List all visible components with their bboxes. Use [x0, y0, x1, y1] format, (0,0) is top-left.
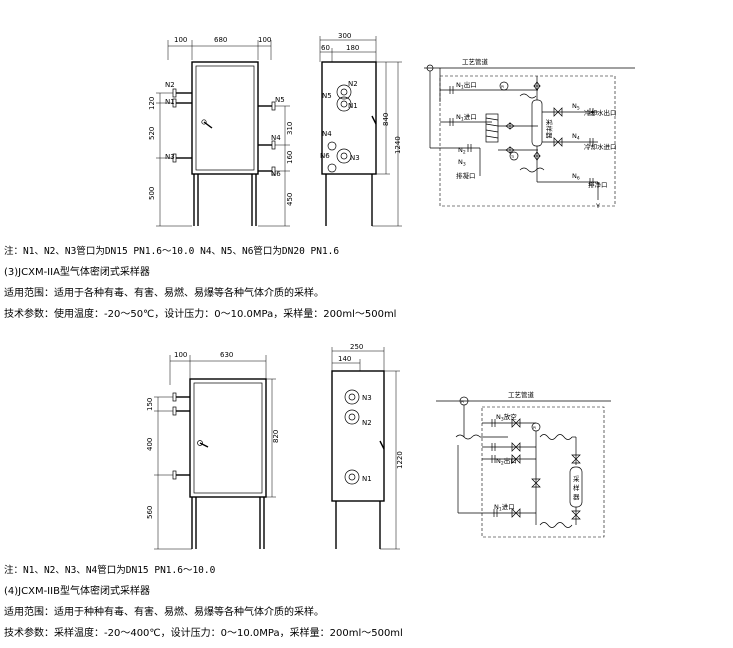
fig2-sch-process-pipe: 工艺管道 — [508, 390, 535, 399]
fig1-sch-n6: N6 — [572, 172, 580, 182]
fig2-front-dim-top-1: 100 — [174, 351, 187, 359]
fig1-side-port-n2: N2 — [348, 80, 358, 88]
fig1-sch-drain-cond: 排凝口 — [456, 171, 476, 180]
fig1-sch-process-pipe: 工艺管道 — [462, 57, 489, 66]
fig2-note: 注：N1、N2、N3、N4管口为DN15 PN1.6～10.0 — [4, 565, 216, 576]
fig1-side-port-n4: N4 — [322, 130, 332, 138]
fig1-front-dim-left-2: 520 — [148, 127, 156, 140]
fig1-scope: 适用范围：适用于各种有毒、有害、易燃、易爆等各种气体介质的采样。 — [4, 288, 324, 299]
fig1-title: (3)JCXM-IIA型气体密闭式采样器 — [4, 267, 150, 278]
fig2-sch-pi-top: PI — [461, 400, 464, 404]
fig1-front-dim-left-1: 120 — [148, 97, 156, 110]
fig1-side-port-n6: N6 — [320, 152, 330, 160]
fig1-front-port-n2: N2 — [165, 81, 175, 89]
fig2-front-left-ports — [172, 392, 190, 480]
fig2-scope: 适用范围：适用于种种有毒、有害、易燃、易爆等各种气体介质的采样。 — [4, 607, 324, 618]
fig2-side-view: 250 140 N3 N2 N1 1220 — [331, 343, 404, 550]
fig1-sch-n2: N2 — [458, 146, 466, 156]
fig1-sch-n4: N4 — [572, 132, 580, 142]
fig1-side-view: 300 60 180 N2 N5 N1 N4 N6 N3 840 1240 — [319, 32, 402, 227]
fig2-side-port-n3: N3 — [362, 394, 372, 402]
fig1-side-port-n1: N1 — [348, 102, 358, 110]
fig1-front-dim-top-1: 100 — [174, 36, 187, 44]
fig2-front-dim-right-1: 820 — [272, 430, 280, 443]
fig1-side-port-n5: N5 — [322, 92, 332, 100]
fig1-front-port-n3: N3 — [165, 153, 175, 161]
fig1-sch-y-mark: Y — [595, 202, 600, 210]
fig1-sch-n1-out: N1出口 — [456, 80, 477, 91]
fig1-sch-n5: N5 — [572, 102, 580, 112]
fig1-side-dim-top-1: 300 — [338, 32, 351, 40]
fig1-side-port-n3: N3 — [350, 154, 360, 162]
fig1-side-dim-right-2: 1240 — [394, 136, 402, 154]
fig2-schematic: PI 工艺管道 N3放空 PI N2出口 N1进口 采 样 器 — [436, 390, 611, 538]
fig2-side-dim-top-2: 140 — [338, 355, 351, 363]
fig1-sch-cooling-in: 冷却水进口 — [584, 142, 617, 151]
fig2-side-dim-top-1: 250 — [350, 343, 363, 351]
fig1-front-port-n6: N6 — [271, 170, 281, 178]
fig2-front-dim-left-3: 560 — [146, 506, 154, 519]
fig2-sch-pi-mid: PI — [533, 426, 536, 430]
fig2-title: (4)JCXM-IIB型气体密闭式采样器 — [4, 586, 150, 597]
fig1-front-dim-top-3: 100 — [258, 36, 271, 44]
fig2-side-port-n2: N2 — [362, 419, 372, 427]
fig1-front-left-ports — [172, 88, 192, 163]
fig2-sch-sampler-3: 器 — [573, 493, 580, 501]
fig1-front-dim-top-2: 680 — [214, 36, 227, 44]
fig1-front-view: 100 680 100 N2 N1 N3 N5 N4 N6 120 520 50… — [148, 36, 294, 227]
fig1-sch-n1-in: N1进口 — [456, 113, 477, 123]
fig1-schematic: 工艺管道 N1出口 N1进口 PI N2 排凝口 TI 采样器 N5 N4 N6 — [424, 57, 635, 210]
fig2-side-dim-right-1: 1220 — [396, 451, 404, 469]
fig1-side-dim-top-2: 60 — [321, 44, 330, 52]
fig2-sch-n1-in: N1进口 — [494, 503, 515, 513]
fig1-front-port-n5: N5 — [275, 96, 285, 104]
fig1-sch-sampler: 采样器 — [545, 119, 554, 139]
fig1-sch-n3: N3 — [458, 158, 466, 168]
fig1-front-port-n4: N4 — [271, 134, 281, 142]
fig1-front-dim-right-1: 310 — [286, 122, 294, 135]
fig1-side-dim-top-3: 180 — [346, 44, 359, 52]
fig1-params: 技术参数：使用温度：-20～50℃，设计压力：0～10.0MPa，采样量：200… — [4, 309, 397, 320]
fig1-sch-cooling-out: 冷却水出口 — [584, 108, 617, 117]
fig2-sch-sampler-2: 样 — [573, 483, 580, 492]
fig1-sch-pi: PI — [501, 85, 504, 89]
fig2-side-port-n1: N1 — [362, 475, 372, 483]
fig2-sch-n2-out: N2出口 — [496, 456, 517, 467]
fig1-front-dim-right-3: 450 — [286, 193, 294, 206]
fig2-front-view: 100 630 820 150 400 560 — [146, 351, 280, 550]
fig2-params: 技术参数：采样温度：-20～400℃，设计压力：0～10.0MPa，采样量：20… — [4, 628, 403, 639]
fig1-front-port-n1: N1 — [165, 98, 175, 106]
fig1-front-dim-right-2: 160 — [286, 151, 294, 164]
fig1-side-dim-right-1: 840 — [382, 113, 390, 126]
fig2-sch-n3-vent: N3放空 — [496, 412, 517, 423]
fig1-front-dim-left-3: 500 — [148, 187, 156, 200]
fig2-front-dim-left-2: 400 — [146, 438, 154, 451]
fig2-sch-sampler-1: 采 — [573, 474, 580, 483]
fig2-front-dim-top-2: 630 — [220, 351, 233, 359]
fig1-sch-ti: TI — [510, 155, 514, 159]
fig2-front-dim-left-1: 150 — [146, 398, 154, 411]
fig1-note: 注：N1、N2、N3管口为DN15 PN1.6～10.0 N4、N5、N6管口为… — [4, 246, 340, 257]
